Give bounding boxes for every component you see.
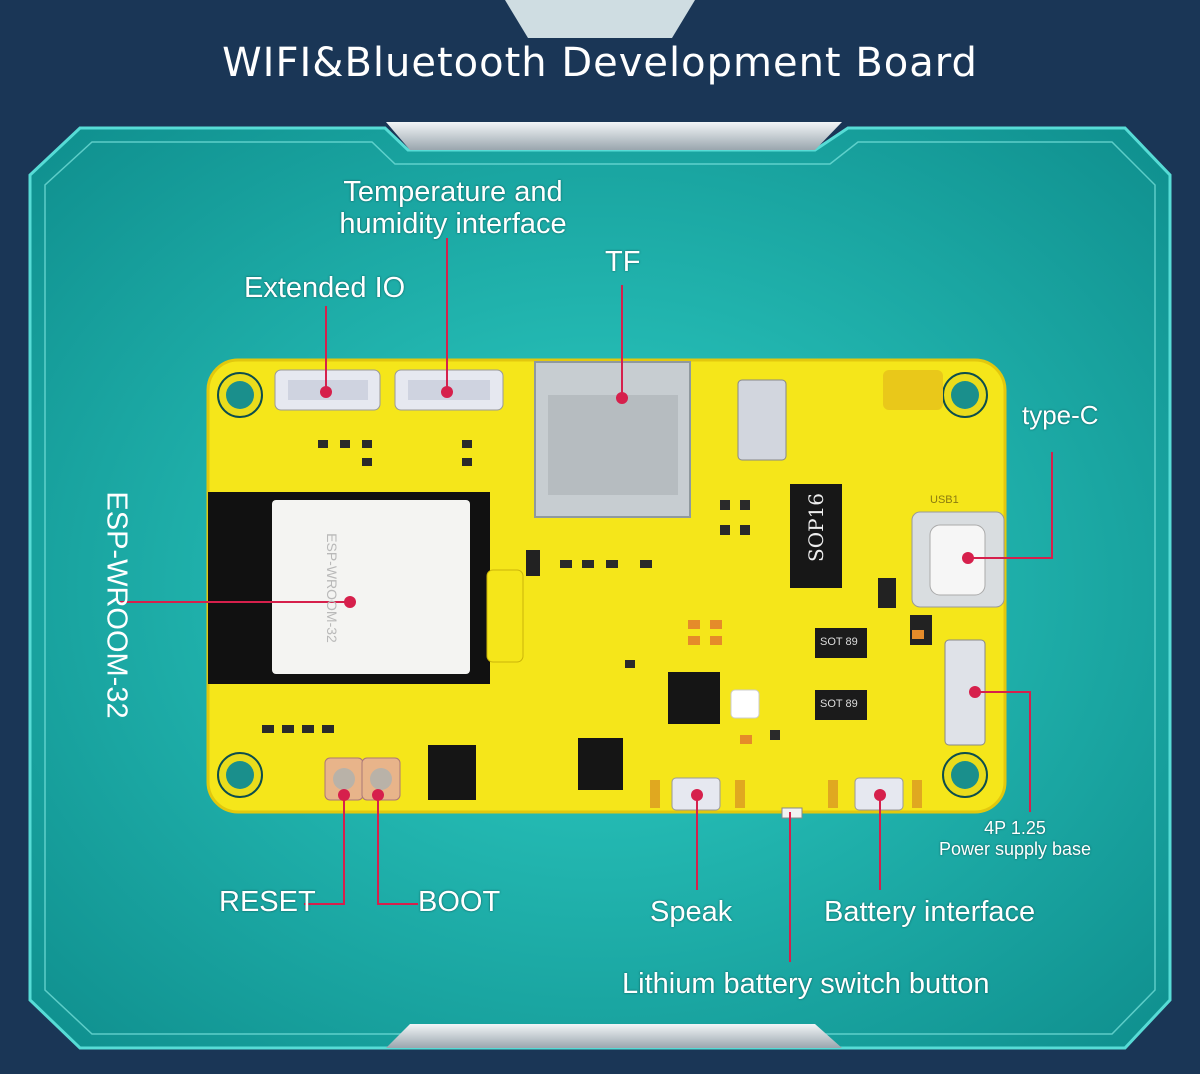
label-power-base-line2: Power supply base [938, 839, 1092, 859]
label-boot: BOOT [418, 886, 501, 918]
sot-marking-1: SOT 89 [820, 636, 858, 648]
leader-lines [120, 238, 1053, 962]
label-power-base: 4P 1.25 Power supply base [920, 818, 1110, 860]
label-type-c: type-C [1022, 400, 1099, 430]
label-extended-io: Extended IO [244, 272, 406, 304]
label-temp-humidity-line2: humidity interface [339, 208, 567, 240]
label-temp-humidity-line1: Temperature and [343, 176, 563, 208]
esp-module-marking: ESP-WROOM-32 [324, 533, 340, 643]
sop16-chip-marking: SOP16 [804, 492, 828, 562]
pcb-board [206, 358, 1007, 819]
label-tf: TF [605, 246, 641, 278]
label-power-base-line1: 4P 1.25 [984, 818, 1046, 838]
leader-dots [320, 386, 981, 801]
label-temp-humidity: Temperature and humidity interface [318, 176, 588, 240]
page-title: WIFI&Bluetooth Development Board [222, 40, 978, 86]
label-esp-module: ESP-WROOM-32 [100, 491, 133, 719]
sot-marking-2: SOT 89 [820, 698, 858, 710]
label-battery-interface: Battery interface [824, 896, 1036, 928]
label-lithium-switch: Lithium battery switch button [622, 968, 990, 1000]
label-speak: Speak [650, 896, 733, 928]
top-notch [505, 0, 695, 38]
usb-silk: USB1 [930, 494, 959, 506]
label-reset: RESET [219, 886, 316, 918]
bottom-silver-tab [386, 1024, 842, 1048]
top-silver-tab [386, 122, 842, 150]
